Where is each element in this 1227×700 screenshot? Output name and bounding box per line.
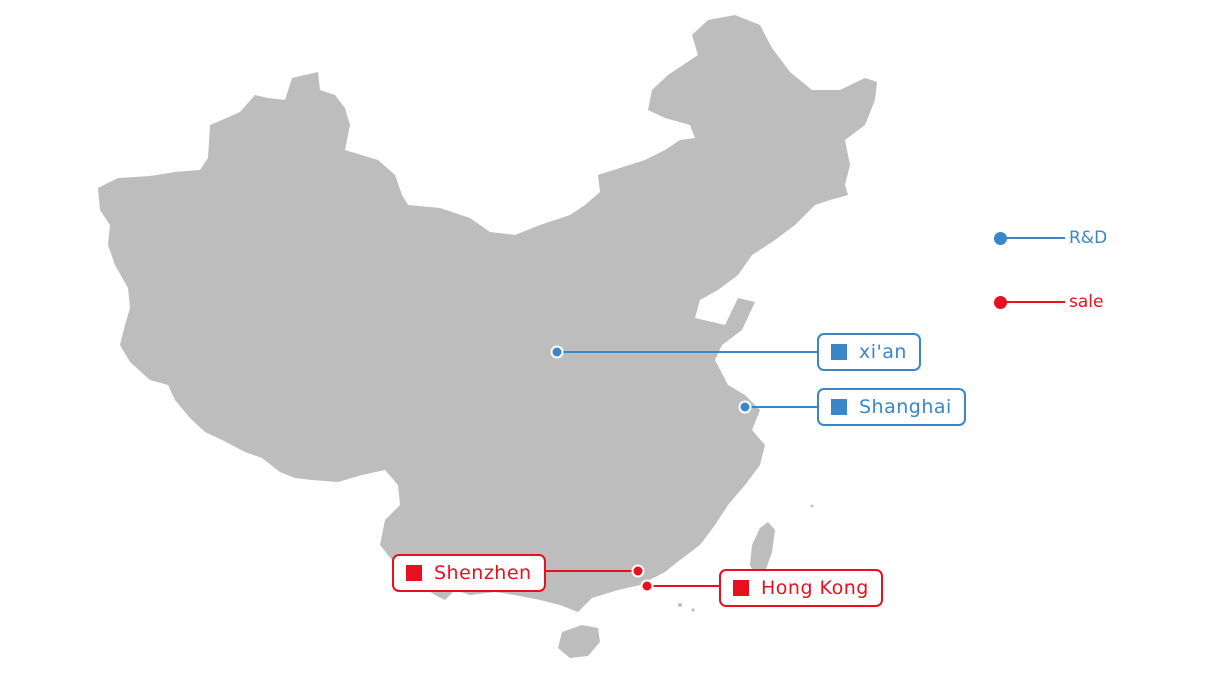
taiwan-island [750,522,775,578]
shanghai-swatch [831,399,847,415]
xian-marker[interactable] [550,345,564,359]
hongkong-label[interactable]: Hong Kong [719,569,883,607]
legend-sale-line [1005,301,1065,303]
islet-3 [810,504,814,508]
hongkong-name: Hong Kong [761,577,869,599]
legend-rd-dot-icon [994,231,1007,245]
china-mainland [98,15,877,612]
shanghai-name: Shanghai [859,396,952,418]
shenzhen-name: Shenzhen [434,562,532,584]
xian-swatch [831,344,847,360]
legend-sale[interactable]: sale [994,290,1103,314]
xian-label[interactable]: xi'an [817,333,921,371]
legend-rd-line [1005,237,1065,239]
hongkong-swatch [733,580,749,596]
islet-2 [691,608,695,612]
islet-1 [678,603,682,607]
hongkong-marker[interactable] [640,579,654,593]
shenzhen-marker[interactable] [631,564,645,578]
legend-sale-dot-icon [994,295,1007,309]
xian-name: xi'an [859,341,907,363]
shanghai-marker[interactable] [738,400,752,414]
shenzhen-label[interactable]: Shenzhen [392,554,546,592]
shenzhen-swatch [406,565,422,581]
shanghai-label[interactable]: Shanghai [817,388,966,426]
hainan-island [558,625,600,658]
legend-rd[interactable]: R&D [994,226,1107,250]
legend-sale-label: sale [1069,292,1104,312]
legend-rd-label: R&D [1069,228,1108,248]
